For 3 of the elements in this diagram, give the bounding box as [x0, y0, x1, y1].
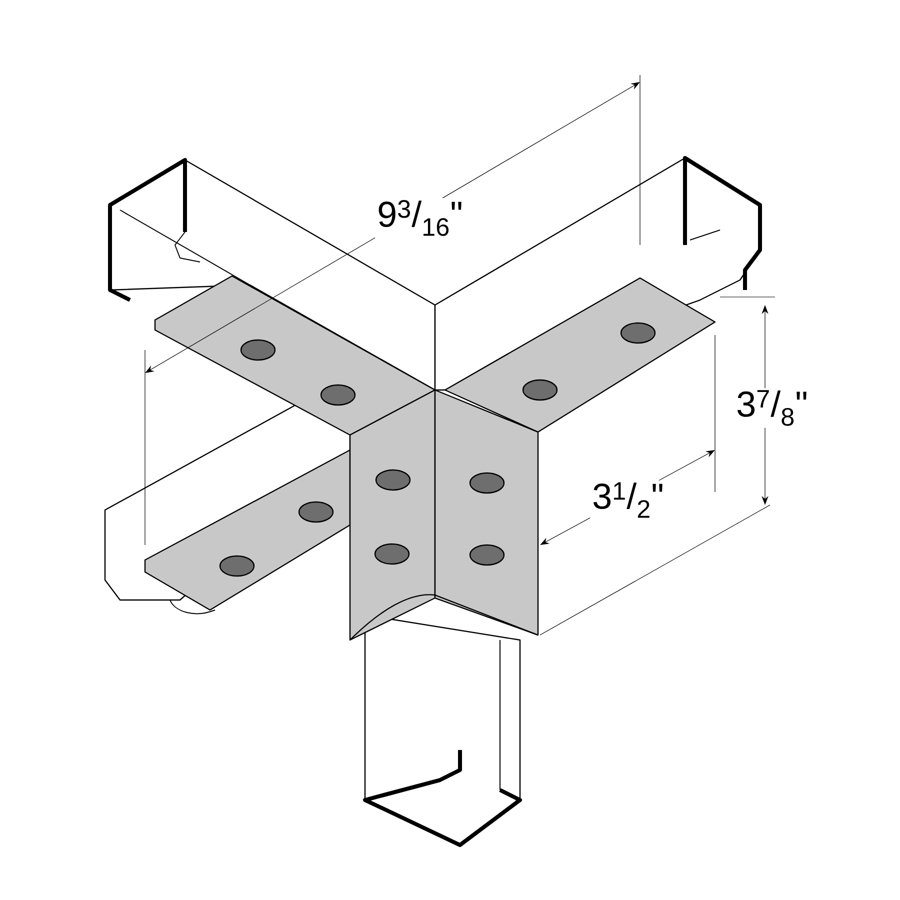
dimension-label: 3$^{1}$/$_{2}$"	[590, 480, 666, 520]
dimension-label: 9$^{3}$/$_{16}$"	[375, 198, 465, 238]
dimension-label: 3$^{7}$/$_{8}$"	[734, 388, 810, 428]
